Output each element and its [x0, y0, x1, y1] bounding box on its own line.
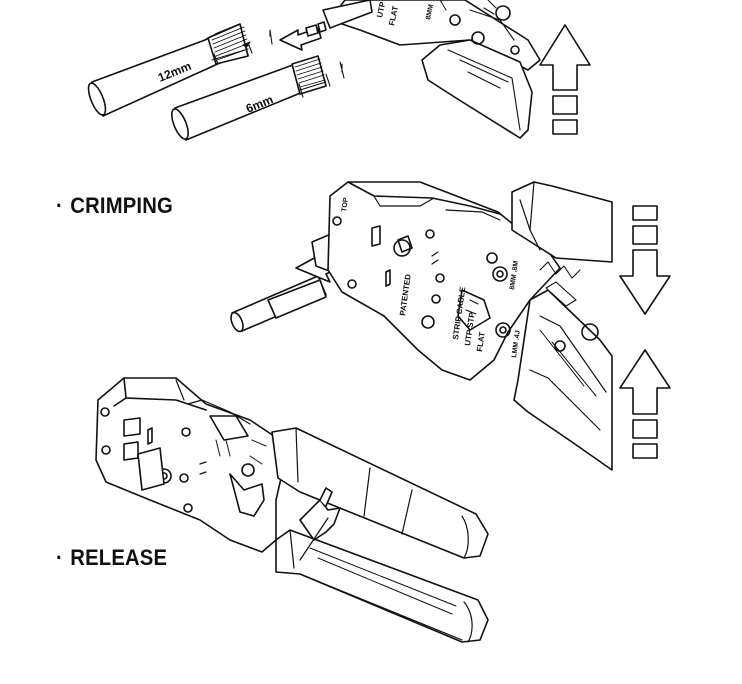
crimp-handle-upper	[511, 181, 613, 263]
section-label-crimping: · CRIMPING	[56, 193, 173, 219]
crimp-spring	[539, 261, 581, 307]
dimension-markers	[211, 29, 345, 98]
svg-text:UTP: UTP	[375, 0, 387, 18]
crimp-cable	[230, 275, 327, 333]
bullet: ·	[56, 545, 63, 570]
down-arrow-middle	[619, 205, 671, 315]
svg-text:8MM: 8MM	[425, 4, 435, 21]
release-section	[95, 377, 489, 643]
insert-arrow	[279, 21, 327, 51]
tool-text-die-upper: 8MM .8M	[509, 260, 520, 290]
cable-long	[87, 23, 249, 117]
tool-text-flat: FLAT	[475, 331, 487, 352]
release-lever	[299, 487, 341, 561]
tool-text-die-lower: LMM .4J	[511, 330, 522, 358]
bullet: ·	[56, 193, 63, 218]
release-label-text: RELEASE	[70, 545, 168, 570]
release-handle-lower	[275, 529, 489, 643]
up-arrow-top	[539, 24, 591, 135]
section-label-release: · RELEASE	[56, 545, 167, 571]
release-handle-upper	[271, 427, 489, 559]
tool-text-top: TOP	[341, 197, 350, 212]
release-tool-body	[95, 377, 283, 553]
crimping-label-text: CRIMPING	[70, 193, 173, 218]
tool-top-partial: UTP FLAT 8MM	[322, 0, 541, 139]
crimping-section: PATENTED STRIP CABLE UTP STP FLAT 8MM .8…	[230, 181, 671, 471]
up-arrow-middle	[619, 349, 671, 459]
strip-section: 12mm 6mm UTP FLAT 8MM	[87, 0, 591, 141]
crimp-handle-lower	[513, 289, 613, 471]
crimp-tool-body: PATENTED STRIP CABLE UTP STP FLAT 8MM .8…	[327, 181, 561, 381]
svg-text:FLAT: FLAT	[387, 5, 400, 26]
